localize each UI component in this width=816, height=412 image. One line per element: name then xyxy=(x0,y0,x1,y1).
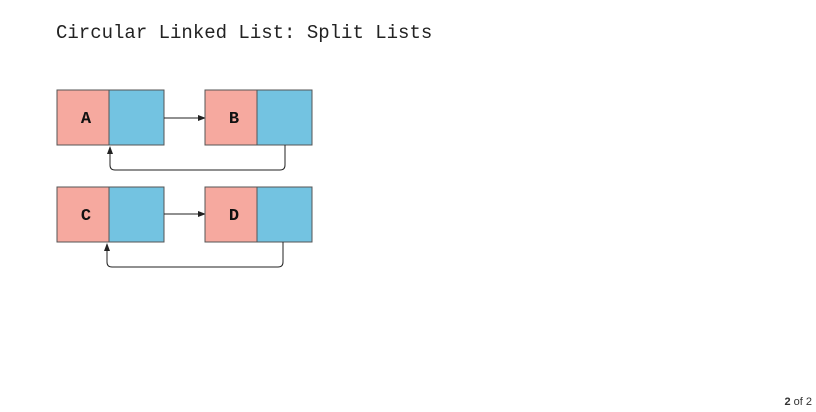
node-pointer-cell xyxy=(256,89,313,146)
node-label: D xyxy=(229,207,239,226)
node-pointer-cell xyxy=(108,186,165,243)
node-label: B xyxy=(229,110,239,129)
node-label: A xyxy=(81,110,92,129)
list-node-c: C xyxy=(56,186,165,243)
circular-list-1: A B xyxy=(56,89,313,171)
current-page: 2 xyxy=(784,396,791,408)
node-data-cell xyxy=(56,89,110,146)
page-indicator: 2 of 2 xyxy=(784,396,812,408)
circular-list-2: C D xyxy=(56,186,313,268)
diagram-title: Circular Linked List: Split Lists xyxy=(56,22,433,44)
circular-back-arrow xyxy=(104,242,284,268)
circular-back-arrow xyxy=(107,145,286,171)
total-pages: 2 xyxy=(805,396,812,408)
node-pointer-cell xyxy=(256,186,313,243)
node-pointer-cell xyxy=(108,89,165,146)
node-data-cell xyxy=(204,89,258,146)
node-data-cell xyxy=(204,186,258,243)
page-separator: of xyxy=(793,396,803,408)
node-label: C xyxy=(81,207,91,226)
list-node-b: B xyxy=(204,89,313,146)
list-node-a: A xyxy=(56,89,165,146)
list-node-d: D xyxy=(204,186,313,243)
